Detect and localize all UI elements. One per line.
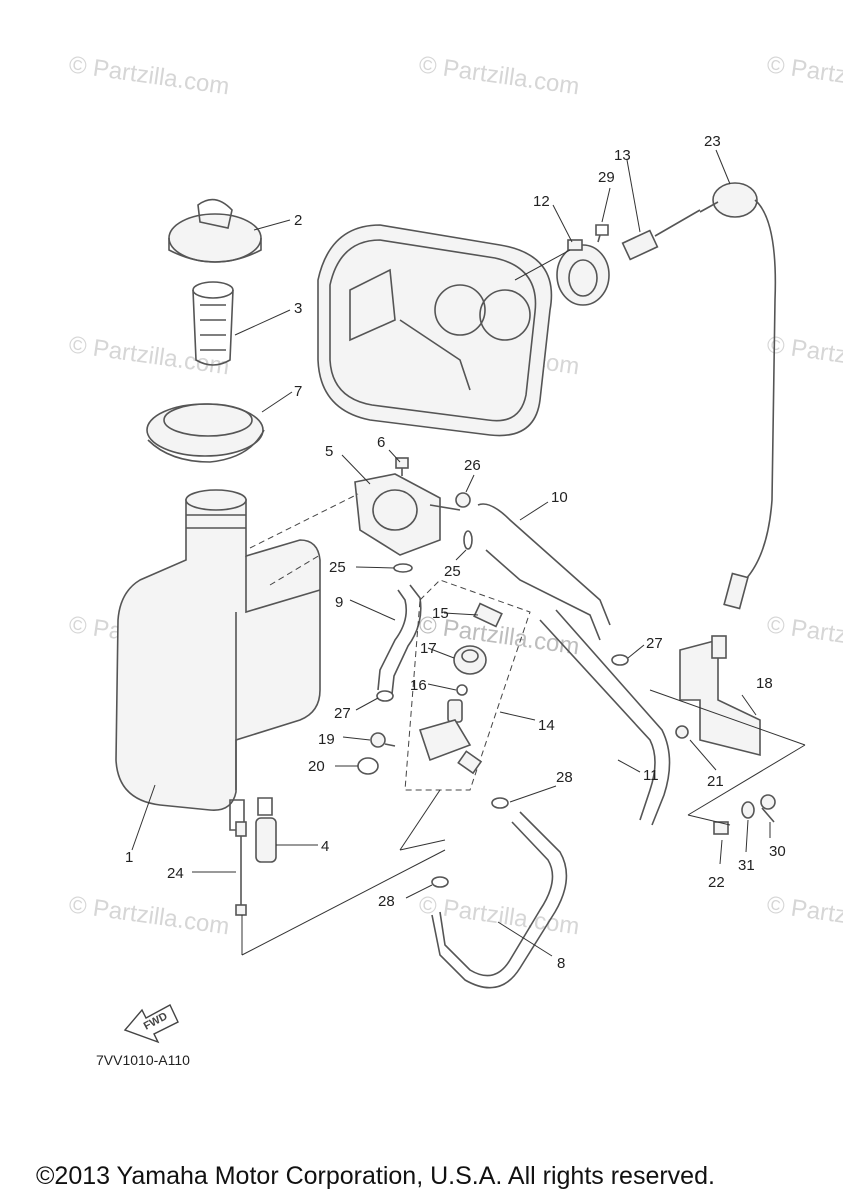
callout: 13 bbox=[614, 147, 631, 164]
callout: 7 bbox=[294, 383, 302, 400]
watermark: © Partzilla.com bbox=[67, 331, 231, 380]
clip bbox=[431, 876, 449, 888]
o-ring bbox=[456, 684, 468, 696]
clip bbox=[463, 530, 473, 550]
watermark: © Partzilla.com bbox=[67, 891, 231, 940]
watermark: © Partzilla.com bbox=[417, 891, 581, 940]
callout: 2 bbox=[294, 212, 302, 229]
screw bbox=[595, 224, 609, 243]
clip bbox=[376, 690, 394, 702]
joint bbox=[418, 719, 472, 762]
callout: 11 bbox=[643, 767, 659, 784]
washer bbox=[357, 757, 379, 775]
watermark: © Partzilla.com bbox=[765, 331, 843, 380]
filler-cap bbox=[168, 198, 262, 263]
callout: 30 bbox=[769, 843, 786, 860]
assembly-boundary bbox=[404, 579, 531, 791]
watermark: © Partzilla.com bbox=[417, 51, 581, 100]
callout: 27 bbox=[646, 635, 663, 652]
copyright-notice: ©2013 Yamaha Motor Corporation, U.S.A. A… bbox=[36, 1162, 715, 1190]
clip bbox=[491, 797, 509, 809]
callout: 31 bbox=[738, 857, 755, 874]
oil-level-gauge bbox=[556, 239, 610, 306]
callout: 12 bbox=[533, 193, 550, 210]
callout: 27 bbox=[334, 705, 351, 722]
oil-tank bbox=[115, 489, 321, 831]
breather-pipe bbox=[539, 609, 671, 826]
bracket bbox=[679, 635, 761, 757]
callout: 17 bbox=[420, 640, 437, 657]
leader-lines bbox=[131, 149, 771, 957]
callout: 6 bbox=[377, 434, 385, 451]
strainer bbox=[192, 281, 234, 366]
callout: 8 bbox=[557, 955, 565, 972]
callout: 28 bbox=[378, 893, 395, 910]
callout: 4 bbox=[321, 838, 329, 855]
filler-collar bbox=[146, 403, 265, 463]
callout: 16 bbox=[410, 677, 427, 694]
diagram-code: 7VV1010-A110 bbox=[96, 1052, 190, 1068]
callout: 10 bbox=[551, 489, 568, 506]
callout: 28 bbox=[556, 769, 573, 786]
callout: 15 bbox=[432, 605, 449, 622]
watermark: © Partzilla.com bbox=[765, 51, 843, 100]
sender-cable bbox=[699, 182, 777, 610]
clip bbox=[611, 654, 629, 666]
callout: 1 bbox=[125, 849, 133, 866]
callout: 23 bbox=[704, 133, 721, 150]
hose bbox=[477, 503, 611, 641]
hose-clamp bbox=[455, 492, 471, 508]
callout: 14 bbox=[538, 717, 555, 734]
callout: 19 bbox=[318, 731, 335, 748]
check-valve bbox=[453, 645, 487, 675]
instrument-cover bbox=[317, 224, 553, 437]
cable-fitting bbox=[621, 209, 701, 261]
grommet bbox=[255, 817, 277, 863]
hose bbox=[431, 811, 568, 989]
valve-body bbox=[447, 699, 463, 723]
callout: 26 bbox=[464, 457, 481, 474]
callout: 24 bbox=[167, 865, 184, 882]
clip bbox=[393, 563, 413, 573]
watermark: © Partzilla.com bbox=[765, 611, 843, 660]
screw bbox=[370, 732, 396, 748]
forward-arrow-icon: FWD bbox=[123, 1004, 179, 1044]
bolt bbox=[760, 794, 776, 823]
callout: 25 bbox=[444, 563, 461, 580]
bolt bbox=[235, 821, 247, 916]
clip bbox=[713, 821, 729, 835]
callout: 5 bbox=[325, 443, 333, 460]
bolt bbox=[395, 457, 409, 476]
callout: 22 bbox=[708, 874, 725, 891]
watermark: © Partzilla.com bbox=[67, 51, 231, 100]
callout: 25 bbox=[329, 559, 346, 576]
callout-labels: 1 2 3 4 5 6 7 8 9 10 11 12 13 14 15 16 1… bbox=[125, 133, 786, 972]
callout: 3 bbox=[294, 300, 302, 317]
watermark: © Partzilla.com bbox=[765, 891, 843, 940]
callout: 21 bbox=[707, 773, 724, 790]
callout: 20 bbox=[308, 758, 325, 775]
washer bbox=[741, 801, 755, 819]
callout: 18 bbox=[756, 675, 773, 692]
callout: 9 bbox=[335, 594, 343, 611]
nut bbox=[675, 725, 689, 739]
fitting bbox=[473, 602, 503, 628]
callout: 29 bbox=[598, 169, 615, 186]
reference-lines bbox=[241, 249, 806, 956]
pump-housing bbox=[354, 473, 461, 556]
fitting bbox=[457, 750, 483, 775]
